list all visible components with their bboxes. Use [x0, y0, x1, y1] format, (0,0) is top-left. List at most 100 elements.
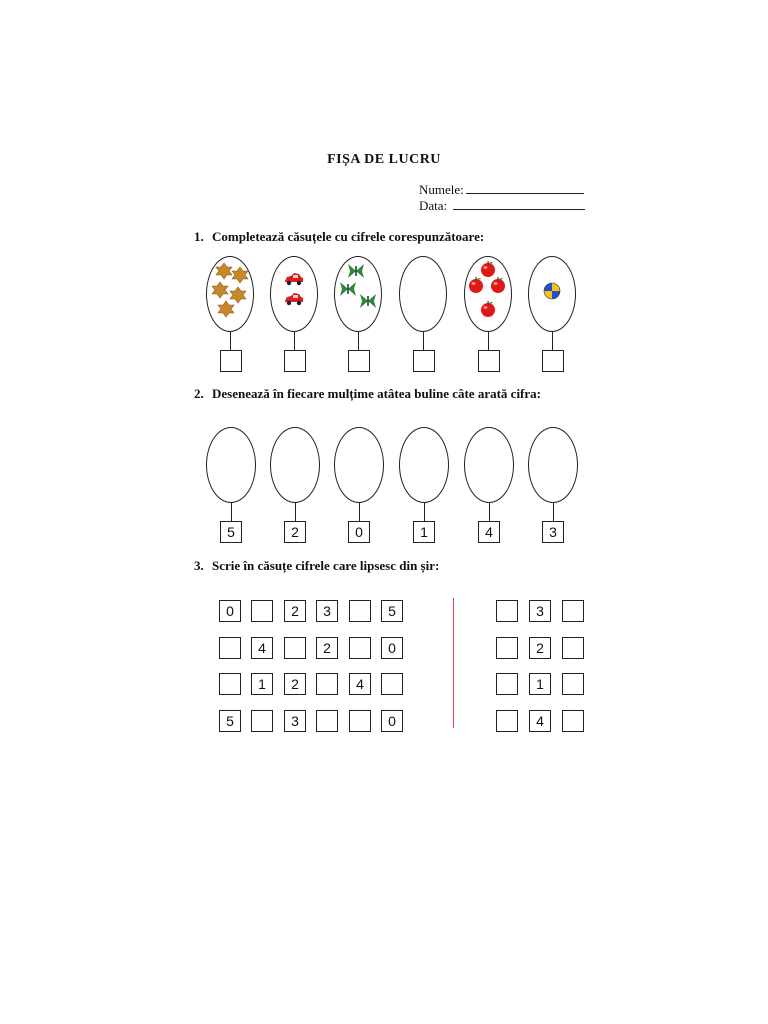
apple-icon [491, 277, 505, 293]
sequence-empty-box[interactable] [219, 673, 241, 695]
sequence-empty-box[interactable] [251, 600, 273, 622]
answer-box[interactable] [478, 350, 500, 372]
sequence-empty-box[interactable] [562, 637, 584, 659]
sequence-digit-box: 1 [251, 673, 273, 695]
empty-set-oval[interactable] [528, 427, 578, 503]
car-icon [285, 293, 303, 306]
sequence-empty-box[interactable] [349, 600, 371, 622]
connector-line [231, 503, 232, 521]
task-2-text: Desenează în fiecare mulțime atâtea buli… [212, 386, 541, 401]
empty-set-oval[interactable] [270, 427, 320, 503]
leaf-icon [231, 266, 249, 284]
sequence-digit-box: 0 [219, 600, 241, 622]
name-field: Numele: [419, 182, 584, 198]
digit-box: 1 [413, 521, 435, 543]
sequence-empty-box[interactable] [349, 637, 371, 659]
sequence-digit-box: 2 [284, 673, 306, 695]
apple-icon [469, 277, 483, 293]
divider-line [453, 598, 454, 728]
sequence-empty-box[interactable] [496, 600, 518, 622]
sequence-digit-box: 4 [251, 637, 273, 659]
sequence-empty-box[interactable] [251, 710, 273, 732]
set-oval [206, 256, 254, 332]
answer-box[interactable] [413, 350, 435, 372]
empty-set-oval[interactable] [464, 427, 514, 503]
sequence-empty-box[interactable] [316, 710, 338, 732]
butterfly-icon [340, 282, 356, 296]
leaf-icon [211, 281, 229, 299]
task-3-number: 3. [194, 558, 204, 573]
connector-line [295, 503, 296, 521]
connector-line [424, 503, 425, 521]
answer-box[interactable] [284, 350, 306, 372]
sequence-digit-box: 1 [529, 673, 551, 695]
connector-line [358, 332, 359, 350]
ball-icon [543, 282, 561, 300]
page-title: FIȘA DE LUCRU [327, 152, 441, 167]
sequence-empty-box[interactable] [496, 673, 518, 695]
date-label: Data: [419, 198, 448, 213]
digit-box: 5 [220, 521, 242, 543]
sequence-digit-box: 2 [529, 637, 551, 659]
sequence-empty-box[interactable] [562, 673, 584, 695]
name-label: Numele: [419, 182, 464, 197]
car-icon [285, 273, 303, 286]
connector-line [359, 503, 360, 521]
empty-set-oval[interactable] [206, 427, 256, 503]
connector-line [488, 332, 489, 350]
sequence-empty-box[interactable] [349, 710, 371, 732]
set-oval [464, 256, 512, 332]
empty-set-oval[interactable] [334, 427, 384, 503]
apple-icon [481, 261, 495, 277]
sequence-empty-box[interactable] [562, 710, 584, 732]
leaf-icon [217, 300, 235, 318]
task-1-number: 1. [194, 229, 204, 244]
connector-line [230, 332, 231, 350]
answer-box[interactable] [542, 350, 564, 372]
name-line[interactable] [465, 182, 584, 194]
sequence-empty-box[interactable] [496, 710, 518, 732]
task-1-text: Completează căsuțele cu cifrele corespun… [212, 229, 485, 244]
set-oval [528, 256, 576, 332]
digit-box: 4 [478, 521, 500, 543]
butterfly-icon [360, 294, 376, 308]
sequence-digit-box: 3 [529, 600, 551, 622]
task-2-heading: 2. Desenează în fiecare mulțime atâtea bu… [194, 386, 541, 402]
sequence-empty-box[interactable] [219, 637, 241, 659]
sequence-digit-box: 0 [381, 710, 403, 732]
sequence-empty-box[interactable] [496, 637, 518, 659]
task-1-heading: 1. Completează căsuțele cu cifrele coresp… [194, 229, 484, 245]
sequence-digit-box: 5 [219, 710, 241, 732]
sequence-digit-box: 3 [316, 600, 338, 622]
date-line[interactable] [453, 198, 586, 210]
task-3-heading: 3. Scrie în căsuțe cifrele care lipsesc d… [194, 558, 439, 574]
set-oval [399, 256, 447, 332]
sequence-empty-box[interactable] [284, 637, 306, 659]
connector-line [552, 332, 553, 350]
sequence-empty-box[interactable] [562, 600, 584, 622]
empty-set-oval[interactable] [399, 427, 449, 503]
sequence-digit-box: 5 [381, 600, 403, 622]
sequence-digit-box: 0 [381, 637, 403, 659]
sequence-empty-box[interactable] [316, 673, 338, 695]
task-3-text: Scrie în căsuțe cifrele care lipsesc din… [212, 558, 440, 573]
apple-icon [481, 301, 495, 317]
connector-line [553, 503, 554, 521]
sequence-digit-box: 3 [284, 710, 306, 732]
connector-line [294, 332, 295, 350]
sequence-digit-box: 2 [316, 637, 338, 659]
answer-box[interactable] [220, 350, 242, 372]
leaf-icon [229, 286, 247, 304]
connector-line [489, 503, 490, 521]
digit-box: 2 [284, 521, 306, 543]
set-oval [270, 256, 318, 332]
set-oval [334, 256, 382, 332]
sequence-empty-box[interactable] [381, 673, 403, 695]
sequence-digit-box: 4 [529, 710, 551, 732]
task-2-number: 2. [194, 386, 204, 401]
sequence-digit-box: 2 [284, 600, 306, 622]
digit-box: 0 [348, 521, 370, 543]
answer-box[interactable] [348, 350, 370, 372]
sequence-digit-box: 4 [349, 673, 371, 695]
butterfly-icon [348, 264, 364, 278]
